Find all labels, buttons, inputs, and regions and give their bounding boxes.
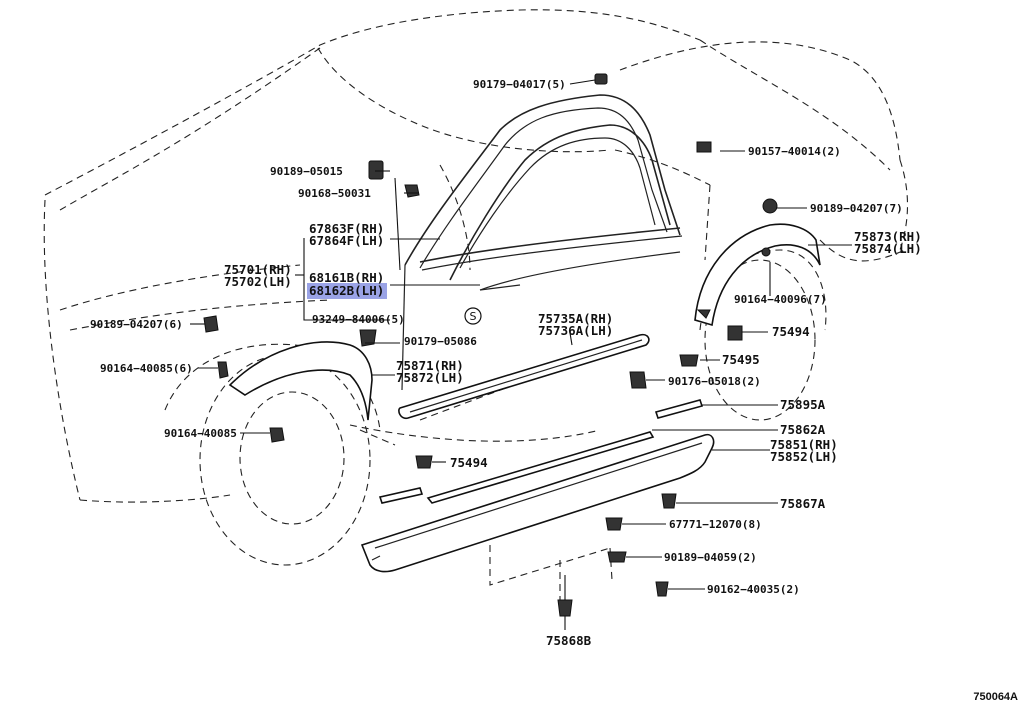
label-75867A: 75867A bbox=[780, 496, 826, 511]
label-90162-40035: 90162−40035(2) bbox=[707, 583, 800, 596]
label-75702: 75702(LH) bbox=[224, 274, 292, 289]
part-labels: 90179−04017(5) 90157−40014(2) 90189−0501… bbox=[90, 78, 922, 648]
label-90157-40014: 90157−40014(2) bbox=[748, 145, 841, 158]
label-75872: 75872(LH) bbox=[396, 370, 464, 385]
label-75735A: 75735A(RH) bbox=[538, 311, 613, 326]
label-93249-84006: 93249−84006(5) bbox=[312, 313, 405, 326]
door-glass-run bbox=[398, 94, 683, 420]
label-67771-12070: 67771−12070(8) bbox=[669, 518, 762, 531]
label-90189-04059: 90189−04059(2) bbox=[664, 551, 757, 564]
label-90179-04017: 90179−04017(5) bbox=[473, 78, 566, 91]
rear-fender-flare bbox=[694, 223, 821, 327]
svg-text:S: S bbox=[470, 310, 477, 323]
label-75868B: 75868B bbox=[546, 633, 592, 648]
label-90189-04207-6: 90189−04207(6) bbox=[90, 318, 183, 331]
label-68161B: 68161B(RH) bbox=[309, 270, 384, 285]
label-75871: 75871(RH) bbox=[396, 358, 464, 373]
label-90164-40085-6: 90164−40085(6) bbox=[100, 362, 193, 375]
label-90164-40085: 90164−40085 bbox=[164, 427, 237, 440]
label-68162B: 68162B(LH) bbox=[309, 283, 384, 298]
label-75495: 75495 bbox=[722, 352, 760, 367]
label-75874: 75874(LH) bbox=[854, 241, 922, 256]
label-75494-left: 75494 bbox=[450, 455, 488, 470]
highlight-68162B bbox=[307, 283, 387, 299]
label-67864F: 67864F(LH) bbox=[309, 233, 384, 248]
car-body-outline bbox=[43, 9, 909, 566]
front-fender-flare bbox=[228, 341, 373, 421]
label-90176-05018: 90176−05018(2) bbox=[668, 375, 761, 388]
label-90179-05086: 90179−05086 bbox=[404, 335, 477, 348]
fasteners bbox=[203, 73, 778, 617]
reference-code: 750064A bbox=[973, 691, 1018, 703]
label-75852: 75852(LH) bbox=[770, 449, 838, 464]
label-75873: 75873(RH) bbox=[854, 229, 922, 244]
leader-lines bbox=[190, 79, 852, 630]
label-75862A: 75862A bbox=[780, 422, 826, 437]
label-90168-50031: 90168−50031 bbox=[298, 187, 371, 200]
label-75701: 75701(RH) bbox=[224, 262, 292, 277]
label-75851: 75851(RH) bbox=[770, 437, 838, 452]
label-75494-right: 75494 bbox=[772, 324, 810, 339]
label-75736A: 75736A(LH) bbox=[538, 323, 613, 338]
label-90164-40096: 90164−40096(7) bbox=[734, 293, 827, 306]
label-90189-04207-7: 90189−04207(7) bbox=[810, 202, 903, 215]
symbol-s: S bbox=[464, 307, 482, 325]
label-90189-05015: 90189−05015 bbox=[270, 165, 343, 178]
side-skirt bbox=[360, 399, 715, 600]
label-75895A: 75895A bbox=[780, 397, 826, 412]
label-67863F: 67863F(RH) bbox=[309, 221, 384, 236]
